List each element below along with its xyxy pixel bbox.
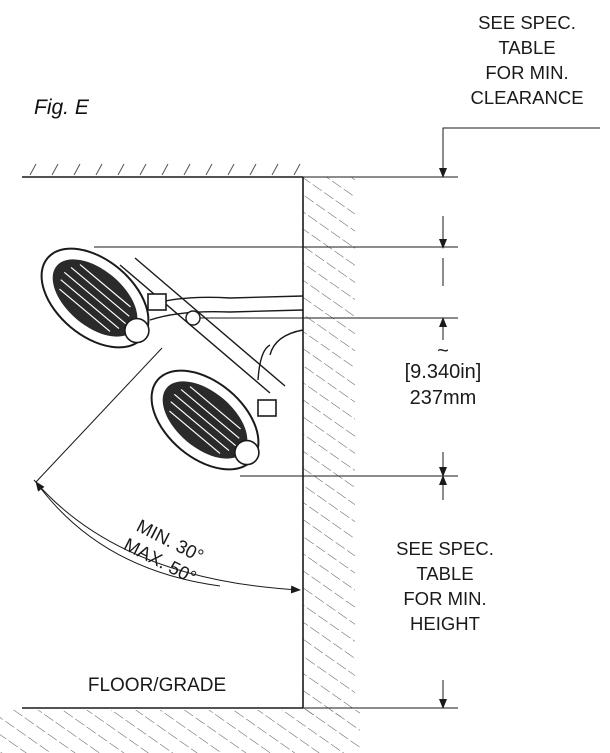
height-note-line-4: HEIGHT — [410, 613, 480, 634]
metric-dimension: 237mm — [409, 387, 477, 409]
clearance-note-line-1: SEE SPEC. — [478, 12, 576, 33]
clearance-note-line-3: FOR MIN. — [485, 62, 569, 83]
clearance-note-line-2: TABLE — [498, 37, 556, 58]
height-note-line-2: TABLE — [416, 563, 474, 584]
heater-lower — [150, 369, 260, 471]
wall — [302, 177, 355, 717]
approx-symbol: ~ — [437, 340, 449, 362]
bracket-lower — [257, 399, 277, 417]
height-note: SEE SPEC. TABLE FOR MIN. HEIGHT — [375, 536, 515, 636]
clearance-note-line-4: CLEARANCE — [470, 87, 584, 108]
height-note-line-1: SEE SPEC. — [396, 538, 494, 559]
bracket-upper — [147, 293, 167, 311]
angle-arc — [33, 347, 301, 594]
floor — [0, 707, 360, 753]
floor-label: FLOOR/GRADE — [87, 675, 227, 696]
dimension-lines — [94, 127, 600, 709]
heater-upper — [40, 247, 150, 349]
figure-label: Fig. E — [34, 96, 89, 119]
ceiling-line — [22, 163, 303, 178]
clearance-note: SEE SPEC. TABLE FOR MIN. CLEARANCE — [452, 10, 602, 110]
imperial-dimension: [9.340in] — [404, 361, 482, 383]
offset-dimension: ~ [9.340in] 237mm — [378, 340, 508, 411]
height-note-line-3: FOR MIN. — [403, 588, 487, 609]
